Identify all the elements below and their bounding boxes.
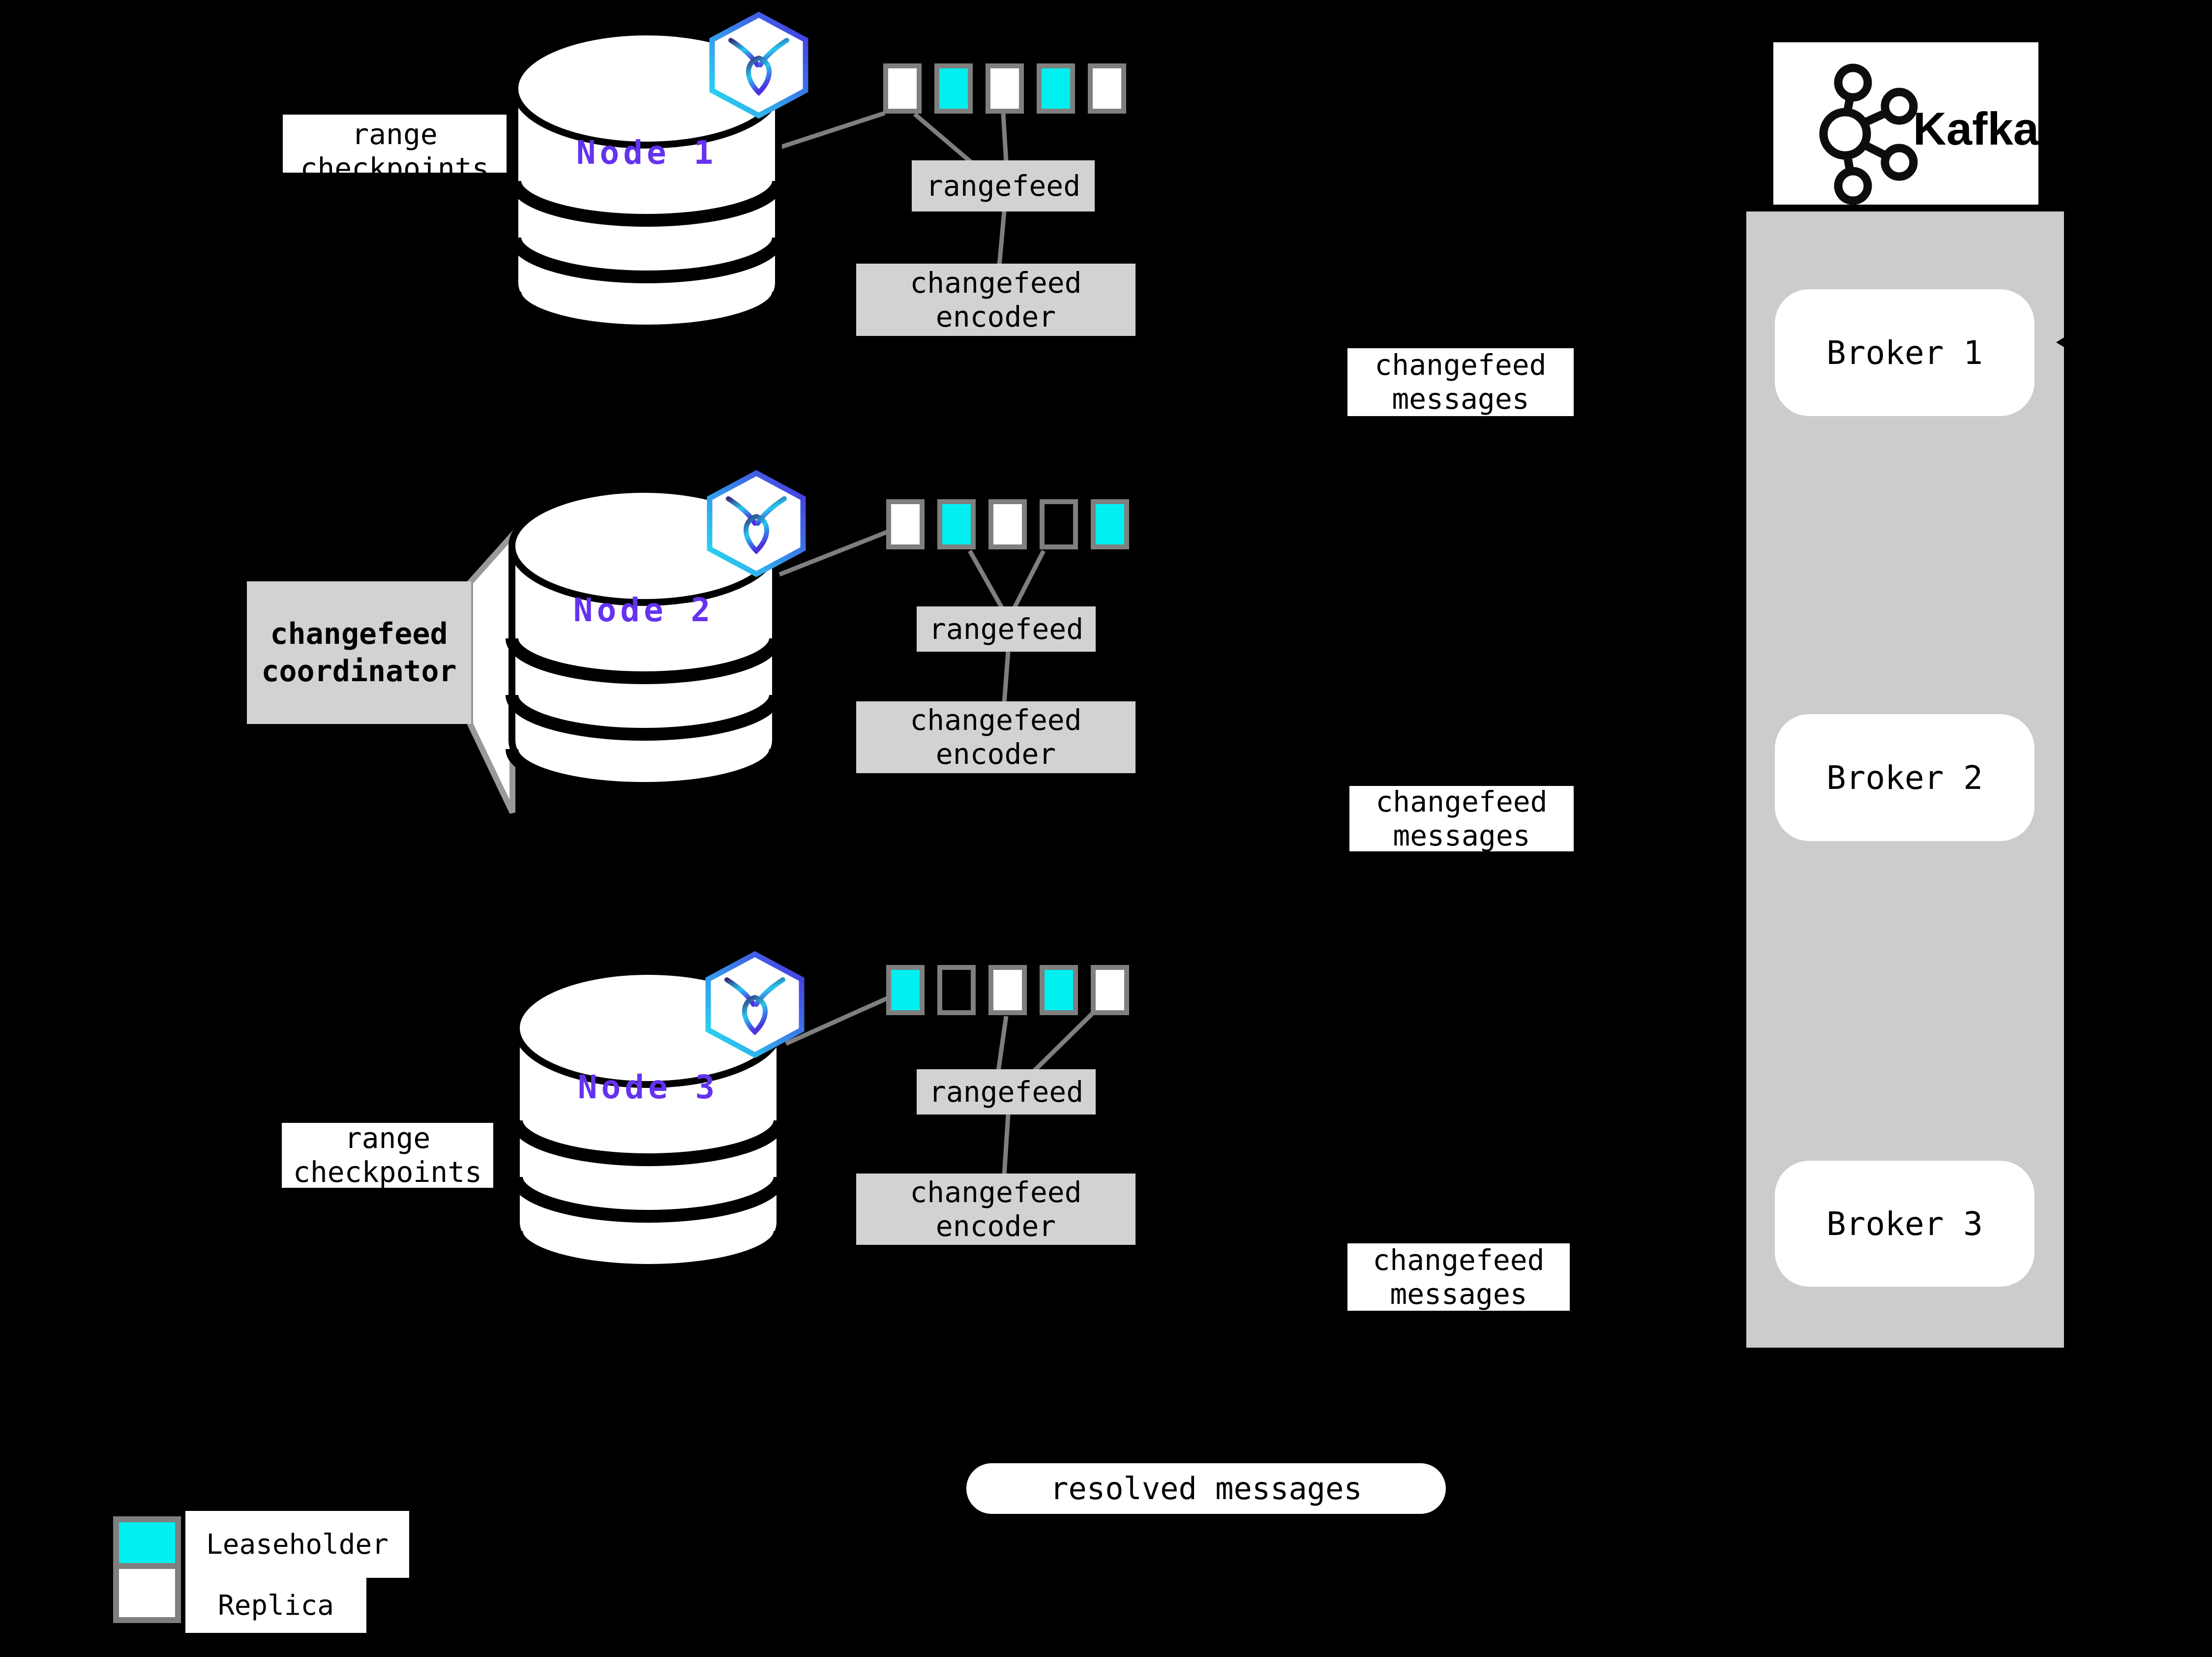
range-square-leaseholder [934,63,973,114]
node-2-messages-label: changefeed messages [1349,784,1574,852]
broker-3-label: Broker 3 [1826,1205,1983,1243]
resolved-messages-text: resolved messages [1050,1471,1362,1506]
node-3-messages-text: changefeed messages [1373,1243,1545,1311]
node-3-messages-label: changefeed messages [1347,1243,1570,1311]
range-square-leaseholder [1040,965,1078,1015]
node-2-range-squares [886,499,1129,549]
coordinator-pointer-shape [467,527,515,814]
broker-2-label: Broker 2 [1826,758,1983,797]
range-square-replica [1091,965,1129,1015]
node-3-label: Node 3 [577,1068,719,1106]
range-square-replica [886,499,925,549]
range-square-empty [937,965,976,1015]
node-1-range-squares [883,63,1126,114]
range-square-leaseholder [1037,63,1075,114]
range-checkpoints-label-bottom: range checkpoints [282,1121,493,1189]
range-square-leaseholder [886,965,925,1015]
broker-3: Broker 3 [1775,1161,2034,1287]
node-3-encoder-box: changefeed encoder [856,1174,1136,1245]
range-square-replica [1088,63,1126,114]
node-2-label: Node 2 [573,591,715,629]
legend-replica-text: Replica [217,1589,334,1622]
cockroachdb-icon-node-1 [709,11,808,119]
node-1-messages-text: changefeed messages [1375,348,1547,416]
node-1-cylinder [508,29,785,343]
node-3-encoder-text: changefeed encoder [910,1175,1082,1243]
range-square-replica [986,63,1024,114]
range-square-empty [1040,499,1078,549]
legend-replica-label: Replica [185,1578,366,1633]
range-square-replica [883,63,922,114]
node-1-rangefeed-box: rangefeed [912,160,1095,211]
cockroachdb-icon-node-3 [705,951,805,1058]
legend-leaseholder-label: Leaseholder [185,1511,409,1578]
node-2-rangefeed-text: rangefeed [928,612,1084,646]
node-1-label: Node 1 [576,134,717,172]
changefeed-coordinator-text: changefeed coordinator [261,617,457,689]
node-3-cylinder [510,968,786,1282]
range-checkpoints-top-text: range checkpoints [300,118,489,173]
legend-replica-swatch [113,1569,181,1623]
legend-leaseholder-swatch [113,1516,181,1569]
cockroachdb-icon-node-2 [707,470,806,577]
node-3-rangefeed-text: rangefeed [928,1075,1084,1109]
kafka-logo-label: Kafka [1913,103,2039,154]
changefeed-coordinator-label: changefeed coordinator [247,581,471,724]
broker-1-label: Broker 1 [1826,333,1983,372]
node-2-cylinder [506,486,782,800]
range-checkpoints-bottom-text: range checkpoints [293,1121,482,1189]
node-2-messages-text: changefeed messages [1375,784,1548,852]
node-2-rangefeed-box: rangefeed [917,606,1096,652]
range-square-leaseholder [1091,499,1129,549]
node-2-encoder-text: changefeed encoder [910,703,1082,771]
broker-2: Broker 2 [1775,714,2034,841]
range-square-leaseholder [937,499,976,549]
node-1-encoder-text: changefeed encoder [910,266,1082,333]
broker-1: Broker 1 [1775,289,2034,416]
range-square-replica [988,499,1027,549]
range-checkpoints-label-top: range checkpoints [283,115,507,173]
node-2-encoder-box: changefeed encoder [856,701,1136,773]
node-1-messages-label: changefeed messages [1347,348,1574,416]
node-1-rangefeed-text: rangefeed [926,169,1081,203]
resolved-messages-pill: resolved messages [966,1463,1446,1514]
node-3-rangefeed-box: rangefeed [917,1069,1096,1115]
node-1-encoder-box: changefeed encoder [856,264,1136,336]
legend-leaseholder-text: Leaseholder [206,1528,389,1561]
range-square-replica [988,965,1027,1015]
node-3-range-squares [886,965,1129,1015]
